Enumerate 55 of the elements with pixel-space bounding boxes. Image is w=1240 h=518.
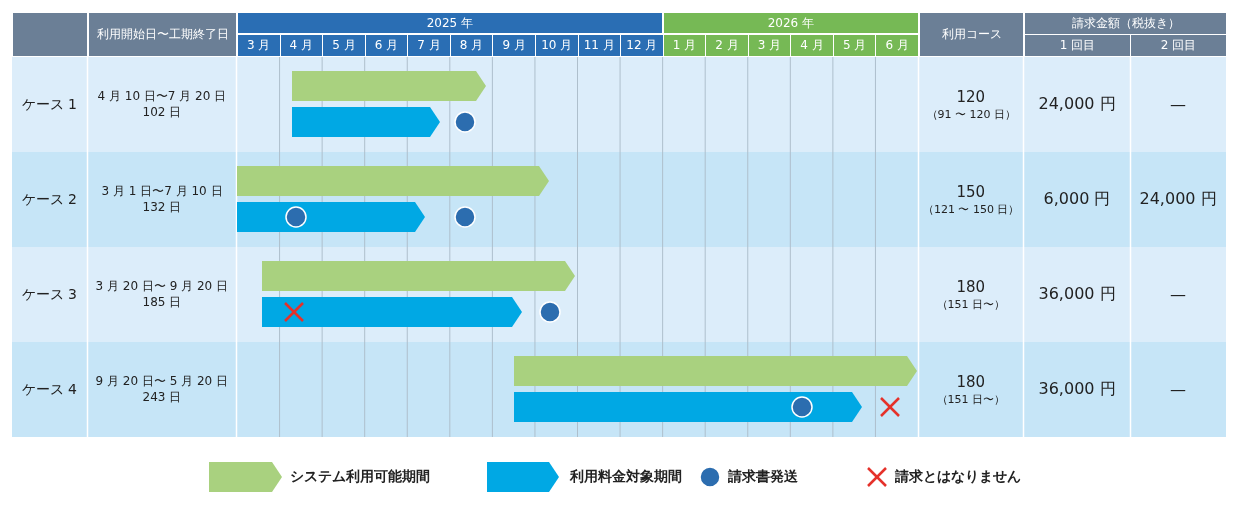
legend-label: 利用料金対象期間 — [570, 468, 682, 486]
date-range: 3 月 1 日〜7 月 10 日 — [101, 183, 223, 200]
column-header: 4 月 — [279, 34, 324, 57]
column-header: 3 月 — [747, 34, 792, 57]
course-days: 120 — [956, 87, 986, 106]
column-header: 1 回目 — [1024, 34, 1131, 57]
case-label: ケース 2 — [21, 190, 77, 209]
column-header: 6 月 — [364, 34, 409, 57]
legend-label: 請求とはなりません — [895, 468, 1021, 486]
column-header: 6 月 — [875, 34, 919, 57]
column-header: 利用開始日〜工期終了日 — [88, 12, 237, 57]
course-days: 180 — [956, 372, 986, 391]
column-header: 請求金額（税抜き） — [1024, 12, 1227, 35]
column-header: 10 月 — [534, 34, 579, 57]
column-header: 5 月 — [322, 34, 366, 57]
case-label: ケース 4 — [21, 380, 77, 399]
first-charge: 36,000 円 — [1038, 284, 1116, 305]
date-range: 4 月 10 日〜7 月 20 日 — [97, 88, 227, 105]
legend-label: 請求書発送 — [728, 468, 798, 486]
second-charge: 24,000 円 — [1139, 189, 1217, 210]
column-header: 2026 年 — [662, 12, 919, 34]
course-range: （121 〜 150 日） — [923, 202, 1020, 217]
case-label: ケース 1 — [21, 95, 77, 114]
column-header: 7 月 — [407, 34, 451, 57]
course-range: （151 日〜） — [936, 392, 1005, 407]
column-header: 1 月 — [662, 34, 707, 57]
column-header: 利用コース — [919, 12, 1024, 57]
first-charge: 24,000 円 — [1038, 94, 1116, 115]
course-days: 150 — [956, 182, 986, 201]
column-header: 2 回目 — [1130, 34, 1227, 57]
first-charge: 6,000 円 — [1043, 189, 1111, 210]
duration: 243 日 — [142, 389, 182, 406]
column-header: 2 月 — [705, 34, 749, 57]
duration: 132 日 — [142, 199, 182, 216]
course-range: （91 〜 120 日） — [926, 107, 1016, 122]
column-header: 11 月 — [577, 34, 622, 57]
duration: 102 日 — [142, 104, 182, 121]
column-header: 9 月 — [492, 34, 536, 57]
date-range: 3 月 20 日〜 9 月 20 日 — [95, 278, 228, 295]
column-header: 4 月 — [790, 34, 834, 57]
column-header: 12 月 — [620, 34, 664, 57]
legend-label: システム利用可能期間 — [290, 468, 430, 486]
second-charge: — — [1170, 380, 1186, 399]
second-charge: — — [1170, 95, 1186, 114]
first-charge: 36,000 円 — [1038, 379, 1116, 400]
case-label: ケース 3 — [21, 285, 77, 304]
duration: 185 日 — [142, 294, 182, 311]
second-charge: — — [1170, 285, 1186, 304]
column-header: 8 月 — [449, 34, 494, 57]
column-header: 3 月 — [237, 34, 281, 57]
course-range: （151 日〜） — [936, 297, 1005, 312]
column-header: 2025 年 — [237, 12, 663, 34]
date-range: 9 月 20 日〜 5 月 20 日 — [95, 373, 228, 390]
course-days: 180 — [956, 277, 986, 296]
column-header: 5 月 — [832, 34, 877, 57]
